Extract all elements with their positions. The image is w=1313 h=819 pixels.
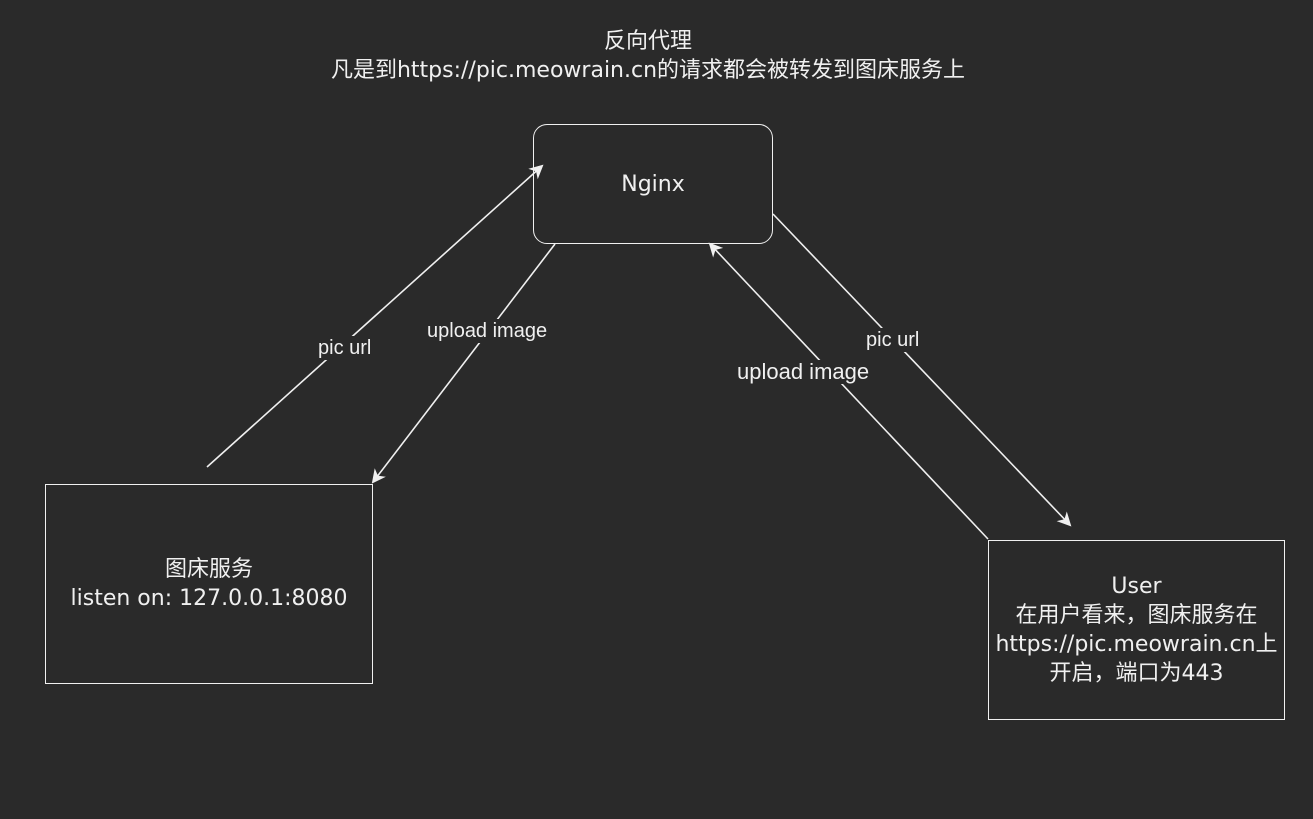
title-line-1: 反向代理: [603, 29, 692, 54]
user-desc-line-3: 开启，端口为443: [1049, 661, 1224, 686]
nginx-label: Nginx: [621, 171, 685, 197]
edge-nginx-to-imgbed: [371, 243, 556, 484]
image-bed-title: 图床服务: [164, 557, 253, 582]
user-title: User: [1111, 574, 1162, 599]
nginx-node[interactable]: Nginx: [533, 124, 773, 244]
edge-imgbed-to-nginx: [206, 164, 544, 468]
user-node[interactable]: User 在用户看来，图床服务在 https://pic.meowrain.cn…: [988, 540, 1285, 720]
edge-nginx-to-user: [772, 213, 1072, 527]
user-desc-line-1: 在用户看来，图床服务在: [1015, 603, 1258, 628]
edge-label-upload-image-right: upload image: [735, 359, 872, 384]
edge-label-pic-url-right: pic url: [864, 328, 922, 352]
image-bed-node[interactable]: 图床服务 listen on: 127.0.0.1:8080: [45, 484, 373, 684]
title-line-2: 凡是到https://pic.meowrain.cn的请求都会被转发到图床服务上: [330, 58, 966, 83]
edge-label-pic-url-left: pic url: [316, 336, 374, 360]
user-desc-line-2: https://pic.meowrain.cn上: [995, 632, 1278, 657]
image-bed-listen: listen on: 127.0.0.1:8080: [70, 586, 348, 611]
edge-label-upload-image-left: upload image: [425, 319, 550, 343]
edge-user-to-nginx: [708, 242, 989, 540]
diagram-title: 反向代理 凡是到https://pic.meowrain.cn的请求都会被转发到…: [250, 27, 1046, 85]
